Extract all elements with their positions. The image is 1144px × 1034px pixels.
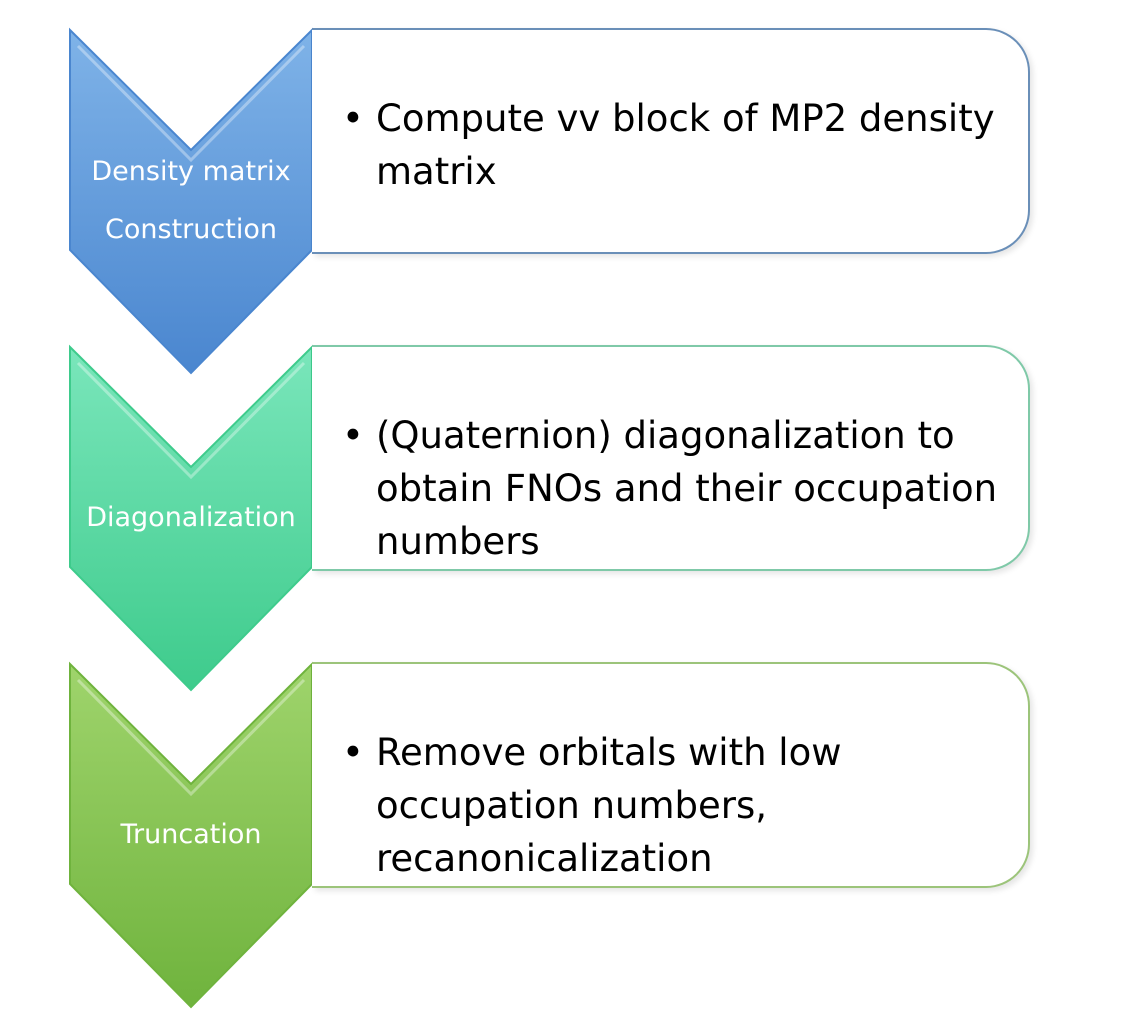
step-3-label-line-1: Truncation <box>120 819 262 850</box>
step-2-card: (Quaternion) diagonalization to obtain F… <box>312 345 1030 571</box>
step-1-card: Compute vv block of MP2 density matrix <box>312 28 1030 254</box>
step-2-bullets: (Quaternion) diagonalization to obtain F… <box>342 409 1008 568</box>
step-2-label-line-1: Diagonalization <box>86 502 296 533</box>
step-3-label: Truncation <box>70 806 312 864</box>
step-1-label-line-2: Construction <box>105 214 277 245</box>
step-3-bullets: Remove orbitals with low occupation numb… <box>342 726 1008 885</box>
step-1-bullets: Compute vv block of MP2 density matrix <box>342 92 1008 198</box>
step-2-description: (Quaternion) diagonalization to obtain F… <box>342 409 1008 568</box>
step-2-chevron-highlight <box>76 361 306 480</box>
step-1-label-line-1: Density matrix <box>91 156 291 187</box>
step-3-description: Remove orbitals with low occupation numb… <box>342 726 1008 885</box>
step-1-description: Compute vv block of MP2 density matrix <box>342 92 1008 198</box>
step-2-label: Diagonalization <box>70 489 312 547</box>
step-1-label: Density matrix Construction <box>70 143 312 259</box>
step-3-chevron-highlight <box>76 678 306 797</box>
step-3-card: Remove orbitals with low occupation numb… <box>312 662 1030 888</box>
step-1-chevron-highlight <box>76 44 306 163</box>
